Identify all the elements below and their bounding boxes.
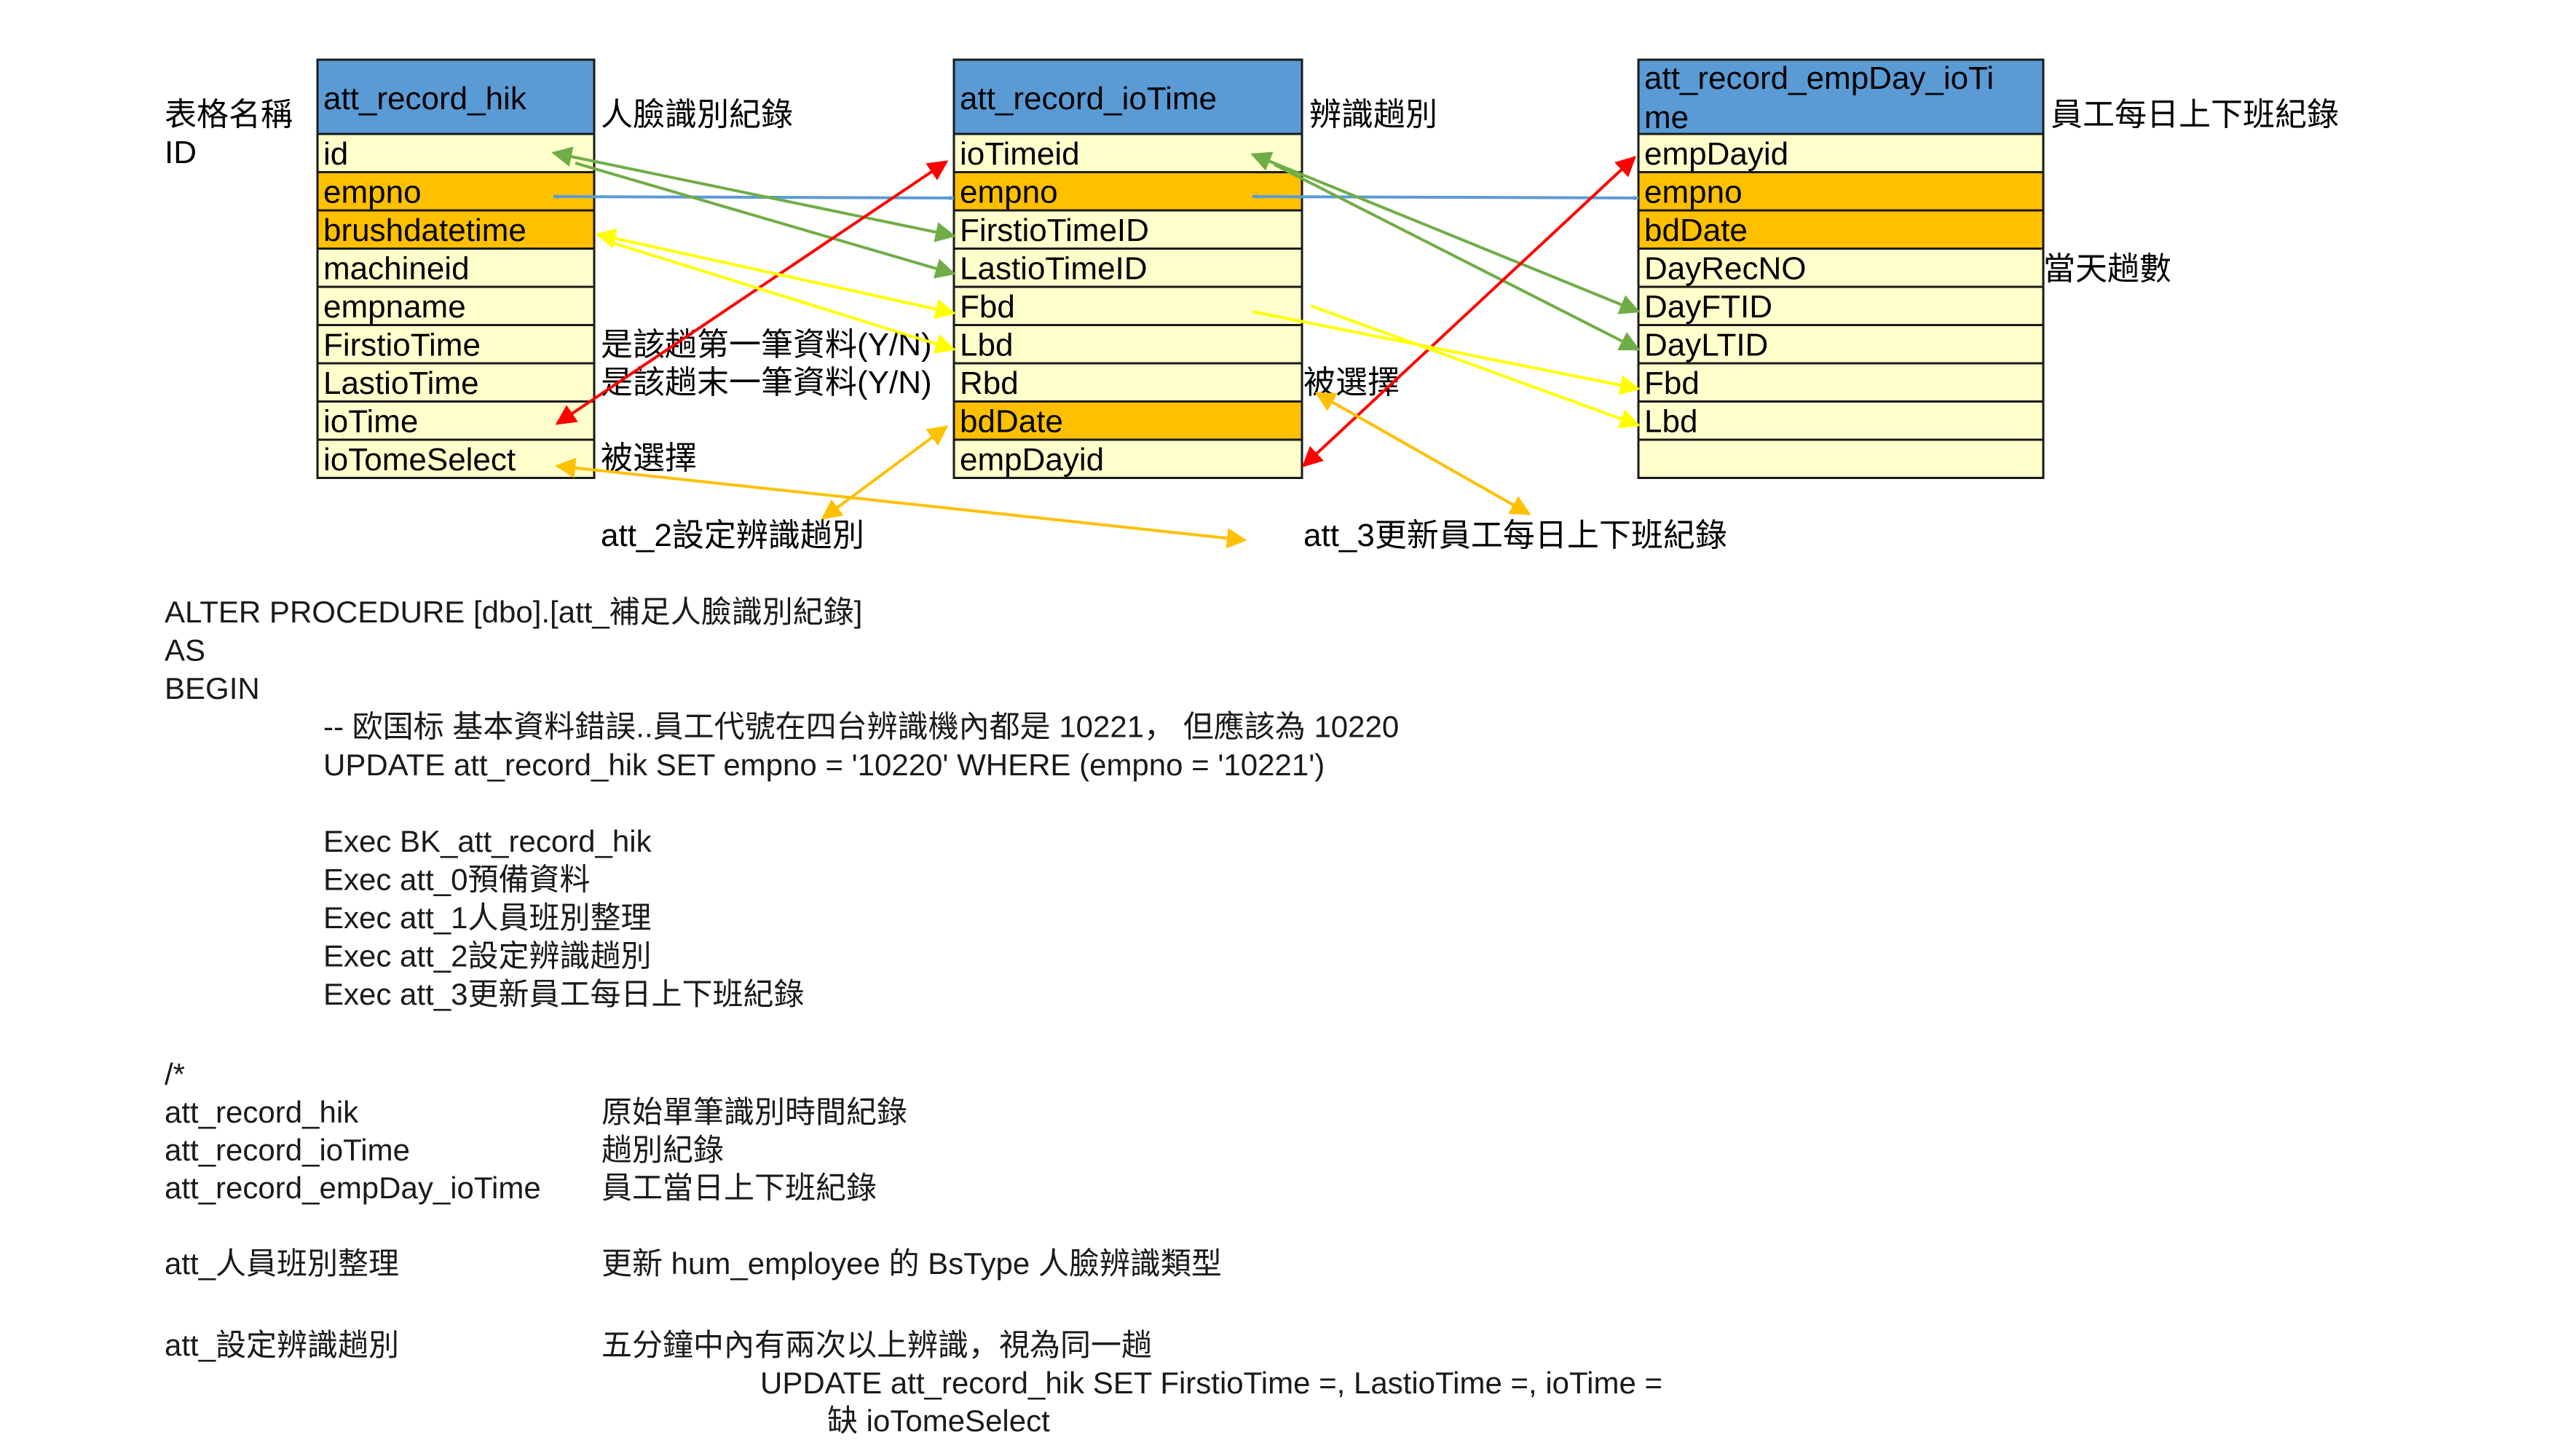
code-line: AS [165,633,205,668]
relationship-arrows [551,146,1641,549]
code-line: Exec att_2設定辨識趟別 [323,939,651,973]
table-header [316,58,596,135]
arrow-brushdatetime-lbd [604,239,956,354]
field-row [1637,438,2045,479]
table-0: att_record_hikidempnobrushdatetimemachin… [316,58,793,479]
field-name: empDayid [960,442,1104,478]
field-name: Fbd [1644,365,1700,401]
note-key: att_人員班別整理 [165,1246,399,1281]
code-line: ALTER PROCEDURE [dbo].[att_補足人臉識別紀錄] [165,595,862,629]
table-annotation: 人臉識別紀錄 [601,97,793,132]
field-name: ioTomeSelect [323,442,516,478]
procedure-code: ALTER PROCEDURE [dbo].[att_補足人臉識別紀錄] ASBE… [165,595,1399,1011]
table-name: att_record_hik [323,81,527,116]
note-value: 五分鐘中內有兩次以上辨識，視為同一趟 [601,1328,1152,1362]
field-name: Fbd [960,289,1015,325]
field-name: DayRecNO [1644,251,1807,287]
field-row [316,324,596,365]
notes-rows: att_record_hik 原始單筆識別時間紀錄 att_record_ioTim… [165,1095,1222,1362]
code-line: BEGIN [165,671,260,705]
arrow-brushdatetime-fbd [595,228,956,320]
field-name: bdDate [1644,213,1748,248]
field-row [1637,209,2045,250]
notes-update-line: UPDATE att_record_hik SET FirstioTime =,… [760,1366,1662,1400]
field-name: DayFTID [1644,289,1772,325]
field-name: brushdatetime [323,213,526,248]
field-row [316,171,596,212]
arrow-lbd-lbd [1310,304,1641,429]
table-header [1637,58,2045,135]
field-name: empDayid [1644,136,1788,172]
code-line: Exec BK_att_record_hik [323,824,652,858]
tables-layer: att_record_hikidempnobrushdatetimemachin… [316,58,2339,479]
comment-open: /* [165,1057,185,1091]
field-row [316,438,596,479]
day-count-annotation: 當天趟數 [2043,251,2171,287]
arrow-id-to-firstiotimeid [551,146,956,242]
field-name: bdDate [960,404,1063,440]
field-row [1637,171,2045,212]
field-name: Lbd [960,328,1013,363]
note-key: att_record_hik [165,1095,359,1129]
note-key: att_record_empDay_ioTime [165,1171,541,1205]
table-name: att_record_ioTime [960,81,1217,116]
field-name: LastioTimeID [960,251,1148,287]
field-name: LastioTime [323,365,479,401]
table-1: att_record_ioTime ioTimeidempnoFirstioTim… [952,58,1437,479]
field-name: machineid [323,251,470,287]
notes-block: /* att_record_hik 原始單筆識別時間紀錄 att_record_io… [165,1057,1662,1438]
arrow-iotomeselect-att3 [555,457,1247,549]
field-name: Rbd [960,365,1019,401]
note-key: att_設定辨識趟別 [165,1328,399,1362]
notes-missing-line: 缺 ioTomeSelect [827,1404,1050,1438]
field-name: FirstioTime [323,328,481,363]
field-name: Lbd [1644,404,1697,440]
table-annotation: 辨識趟別 [1309,97,1437,132]
field-row [952,362,1303,403]
field-row [1637,400,2045,441]
code-line: Exec att_0預備資料 [323,863,590,897]
arrow-fbd-fbd [1252,310,1641,395]
table-name: att_record_empDay_ioTi [1644,60,1994,96]
field-row [1637,324,2045,365]
field-row [952,171,1303,212]
field-row [316,400,596,441]
code-line: Exec att_1人員班別整理 [323,901,651,935]
first-record-annotation: 是該趟第一筆資料(Y/N) [601,327,932,363]
field-name: empno [323,175,422,210]
proc-att2-label: att_2設定辨識趟別 [601,518,864,553]
table-name: me [1644,100,1689,135]
field-row [316,132,596,173]
note-value: 原始單筆識別時間紀錄 [601,1095,907,1129]
proc-att3-label: att_3更新員工每日上下班紀錄 [1303,518,1727,553]
note-value: 員工當日上下班紀錄 [601,1171,877,1205]
note-value: 趟別紀錄 [601,1133,724,1167]
field-name: empno [960,175,1058,210]
table-header [952,58,1303,135]
code-line: UPDATE att_record_hik SET empno = '10220… [323,748,1325,782]
id-label: ID [165,135,197,170]
table-annotation: 員工每日上下班紀錄 [2051,97,2339,132]
note-value: 更新 hum_employee 的 BsType 人臉辨識類型 [601,1246,1222,1281]
code-line: Exec att_3更新員工每日上下班紀錄 [323,977,804,1011]
table-2: att_record_empDay_ioTimeempDayidempnobdD… [1637,58,2339,479]
field-row [952,248,1303,288]
arrow-rbd-att3 [1314,392,1531,515]
last-record-annotation: 是該趟末一筆資料(Y/N) [601,365,932,400]
arrow-empno-iotime-empday [1252,194,1639,201]
field-name: empno [1644,175,1743,210]
code-line: -- 欧国标 基本資料錯誤..員工代號在四台辨識機內都是 10221， 但應該為… [323,710,1399,744]
field-name: ioTimeid [960,136,1080,172]
field-name: ioTime [323,404,418,440]
field-name: FirstioTimeID [960,213,1149,248]
arrow-iotimeid-to-dayftid [1250,151,1641,314]
field-name: DayLTID [1644,328,1768,363]
field-name: id [323,136,348,172]
table-name-label: 表格名稱 [165,97,293,132]
note-key: att_record_ioTime [165,1133,410,1167]
field-name: empname [323,289,466,325]
arrow-id-to-lastiotimeid [575,162,956,279]
